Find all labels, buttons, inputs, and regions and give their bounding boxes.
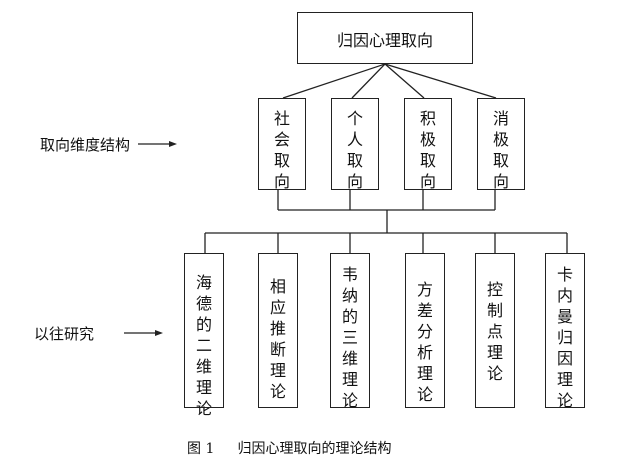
theory-5-label-char: 点 [486, 322, 503, 341]
theory-2-label-char: 理 [269, 361, 286, 380]
theory-1-label: 海德的二维理论 [185, 272, 223, 419]
theory-5-label-char: 理 [486, 343, 503, 362]
theory-4-label-char: 方 [416, 280, 433, 299]
theory-2-box: 相应推断理论 [258, 253, 298, 408]
theory-1-label-char: 海 [195, 273, 212, 292]
theory-3-label: 韦纳的三维理论 [331, 264, 369, 411]
theory-2-label: 相应推断理论 [259, 276, 297, 402]
theory-5-label-char: 论 [486, 364, 503, 383]
theory-1-label-char: 的 [195, 315, 212, 334]
theory-1-label-char: 理 [195, 378, 212, 397]
theory-6-label-char: 论 [556, 391, 573, 410]
theory-1-label-char: 德 [195, 294, 212, 313]
orientation-3-label-char: 向 [419, 172, 436, 191]
theory-6-label-char: 因 [556, 349, 573, 368]
theory-2-label-char: 相 [269, 277, 286, 296]
orientation-2-label: 个人取向 [332, 108, 378, 192]
orientation-4-box: 消极取向 [477, 98, 525, 192]
theory-5-label: 控制点理论 [476, 279, 514, 384]
theory-1-box: 海德的二维理论 [184, 253, 224, 418]
orientation-4-label-char: 向 [492, 172, 509, 191]
theory-1-label-char: 维 [195, 357, 212, 376]
fan-line-2 [351, 63, 386, 99]
theory-4-label-char: 差 [416, 301, 433, 320]
orientation-1-box: 社会取向 [258, 98, 306, 192]
orientation-2-box: 个人取向 [331, 98, 379, 192]
research-arrow-head [155, 330, 163, 336]
theory-4-label: 方差分析理论 [406, 279, 444, 405]
theory-2-label-char: 论 [269, 382, 286, 401]
theory-3-label-char: 理 [341, 370, 358, 389]
orientation-1-label: 社会取向 [259, 108, 305, 192]
orientation-1-label-char: 取 [273, 151, 290, 170]
orientation-arrow-head [169, 141, 177, 147]
orientation-4-label-char: 极 [492, 130, 509, 149]
orientation-4-label-char: 消 [492, 109, 509, 128]
theory-2-label-char: 断 [269, 340, 286, 359]
theory-1-label-char: 论 [195, 399, 212, 418]
fan-line-3 [384, 63, 425, 99]
orientation-1-label-char: 社 [273, 109, 290, 128]
orientation-3-label-char: 极 [419, 130, 436, 149]
theory-6-label-char: 卡 [556, 265, 573, 284]
theory-4-label-char: 分 [416, 322, 433, 341]
figure-caption: 图 1 归因心理取向的理论结构 [187, 438, 391, 458]
side-label-previous-research: 以往研究 [34, 325, 95, 343]
theory-5-box: 控制点理论 [475, 253, 515, 408]
theory-4-label-char: 论 [416, 385, 433, 404]
orientation-3-label-char: 积 [419, 109, 436, 128]
orientation-4-label-char: 取 [492, 151, 509, 170]
orientation-3-label-char: 取 [419, 151, 436, 170]
theory-6-box: 卡内曼归因理论 [545, 253, 585, 411]
orientation-2-label-char: 取 [346, 151, 363, 170]
theory-2-label-char: 推 [269, 319, 286, 338]
caption-figure-number: 图 1 [187, 441, 215, 457]
theory-6-label-char: 内 [556, 286, 573, 305]
theory-4-label-char: 析 [416, 343, 433, 362]
theory-1-label-char: 二 [195, 336, 212, 355]
orientation-3-label: 积极取向 [405, 108, 451, 192]
theory-6-label-char: 理 [556, 370, 573, 389]
theory-3-box: 韦纳的三维理论 [330, 253, 370, 411]
orientation-2-label-char: 个 [346, 109, 363, 128]
theory-2-label-char: 应 [269, 298, 286, 317]
theory-3-label-char: 纳 [341, 286, 358, 305]
side-label-orientation-dimension: 取向维度结构 [40, 136, 131, 154]
orientation-2-label-char: 人 [346, 130, 363, 149]
caption-title: 归因心理取向的理论结构 [237, 441, 392, 457]
theory-6-label-char: 归 [556, 328, 573, 347]
theory-3-label-char: 的 [341, 307, 358, 326]
theory-3-label-char: 三 [341, 328, 358, 347]
orientation-4-label: 消极取向 [478, 108, 524, 192]
orientation-1-label-char: 向 [273, 172, 290, 191]
theory-5-label-char: 制 [486, 301, 503, 320]
theory-4-box: 方差分析理论 [405, 253, 445, 408]
theory-3-label-char: 论 [341, 391, 358, 410]
orientation-3-box: 积极取向 [404, 98, 452, 192]
root-label: 归因心理取向 [336, 31, 433, 50]
theory-4-label-char: 理 [416, 364, 433, 383]
fan-line-4 [384, 63, 497, 99]
fan-line-1 [282, 63, 386, 99]
theory-6-label-char: 曼 [556, 307, 573, 326]
theory-3-label-char: 维 [341, 349, 358, 368]
theory-5-label-char: 控 [486, 280, 503, 299]
root-box: 归因心理取向 [297, 12, 473, 64]
theory-6-label: 卡内曼归因理论 [546, 264, 584, 411]
theory-3-label-char: 韦 [341, 265, 358, 284]
orientation-1-label-char: 会 [273, 130, 290, 149]
orientation-2-label-char: 向 [346, 172, 363, 191]
